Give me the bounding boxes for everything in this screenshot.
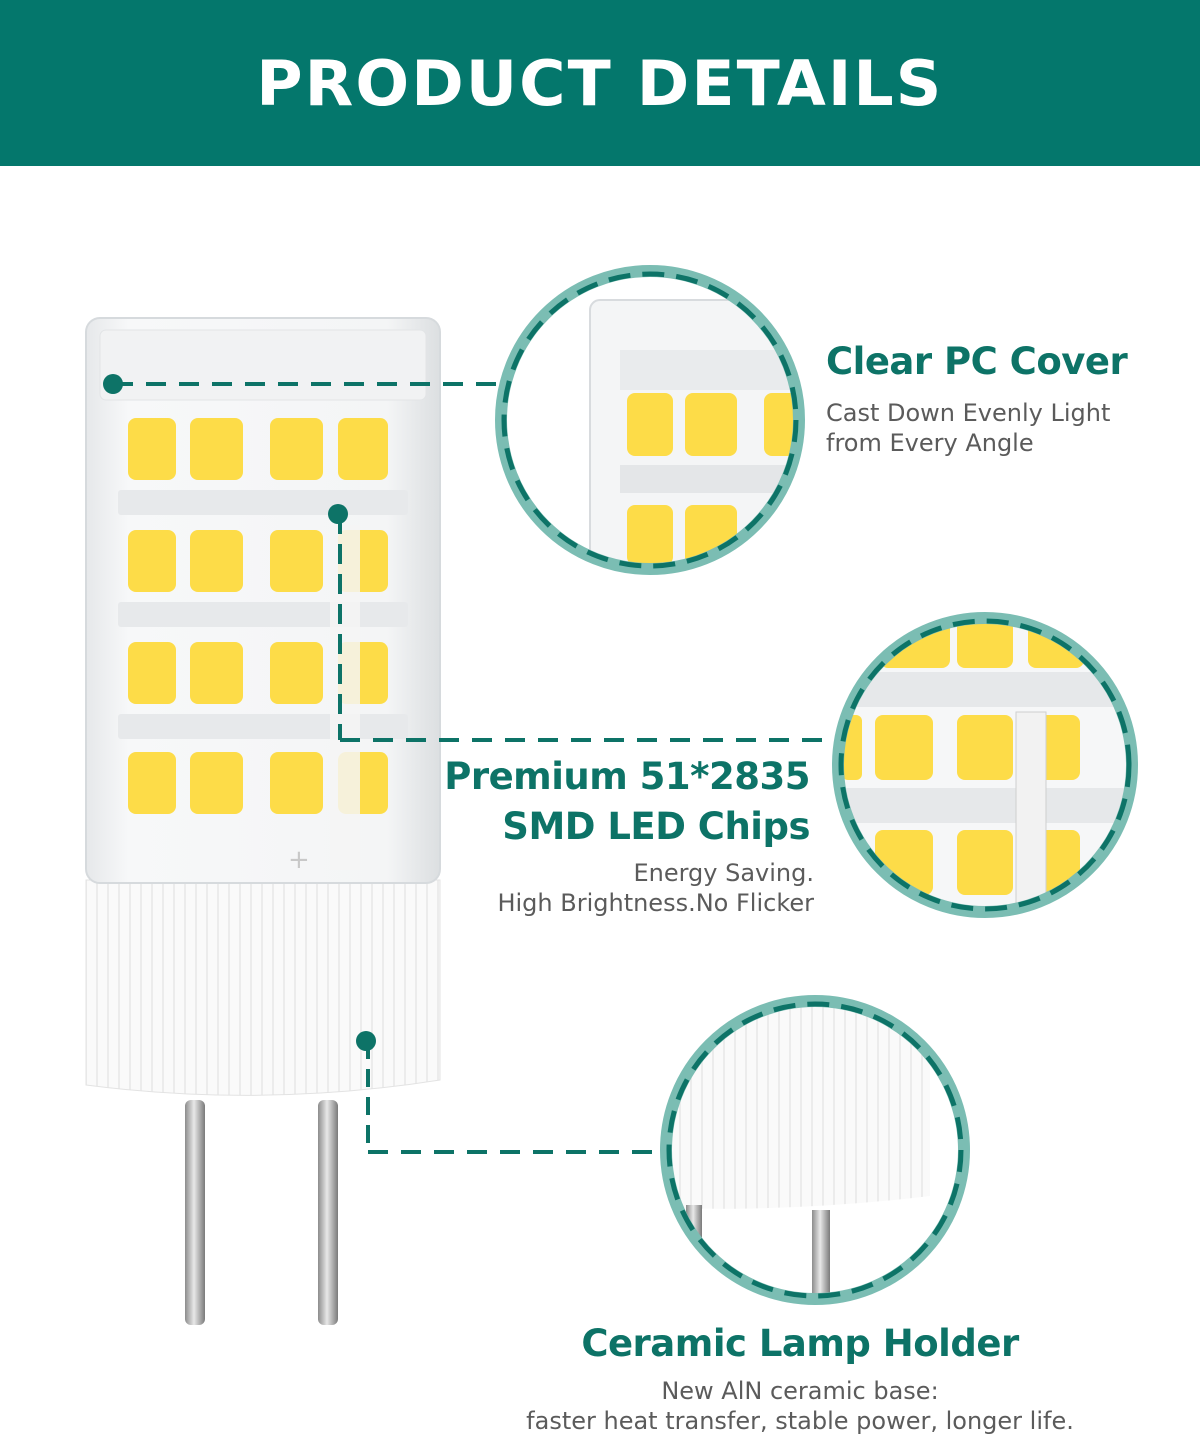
page-title: PRODUCT DETAILS — [256, 46, 944, 120]
callout-ceramic-lamp-holder — [356, 995, 970, 1305]
g4-led-bulb-image: + — [85, 317, 441, 1325]
header-banner: PRODUCT DETAILS — [0, 0, 1200, 166]
magnify-circle-icon — [670, 1005, 960, 1295]
feature-title-smd-led-chips: Premium 51*2835 SMD LED Chips — [444, 752, 810, 852]
svg-text:+: + — [288, 845, 310, 875]
callout-clear-pc-cover — [103, 265, 805, 575]
feature-desc-line: Energy Saving. — [633, 859, 814, 887]
feature-desc-line: High Brightness.No Flicker — [497, 889, 814, 917]
feature-desc-line: faster heat transfer, stable power, long… — [526, 1407, 1074, 1435]
bulb-pin-left — [185, 1100, 205, 1325]
feature-desc-smd-led-chips: Energy Saving. High Brightness.No Flicke… — [497, 858, 814, 918]
feature-desc-line: from Every Angle — [826, 429, 1034, 457]
feature-desc-clear-pc-cover: Cast Down Evenly Light from Every Angle — [826, 398, 1110, 458]
feature-desc-ceramic-lamp-holder: New AlN ceramic base: faster heat transf… — [480, 1376, 1120, 1436]
feature-title-line: Ceramic Lamp Holder — [581, 1322, 1019, 1365]
feature-title-line: SMD LED Chips — [502, 805, 810, 848]
feature-title-line: Premium 51*2835 — [444, 755, 810, 798]
led-chip-grid: + — [118, 418, 408, 875]
feature-title-line: Clear PC Cover — [826, 340, 1128, 383]
feature-desc-line: New AlN ceramic base: — [661, 1377, 939, 1405]
bulb-pin-right — [318, 1100, 338, 1325]
callout-smd-led-chips — [328, 504, 1138, 918]
feature-desc-line: Cast Down Evenly Light — [826, 399, 1111, 427]
feature-title-clear-pc-cover: Clear PC Cover — [826, 340, 1128, 383]
ceramic-base — [85, 879, 441, 1096]
feature-title-ceramic-lamp-holder: Ceramic Lamp Holder — [500, 1322, 1100, 1365]
